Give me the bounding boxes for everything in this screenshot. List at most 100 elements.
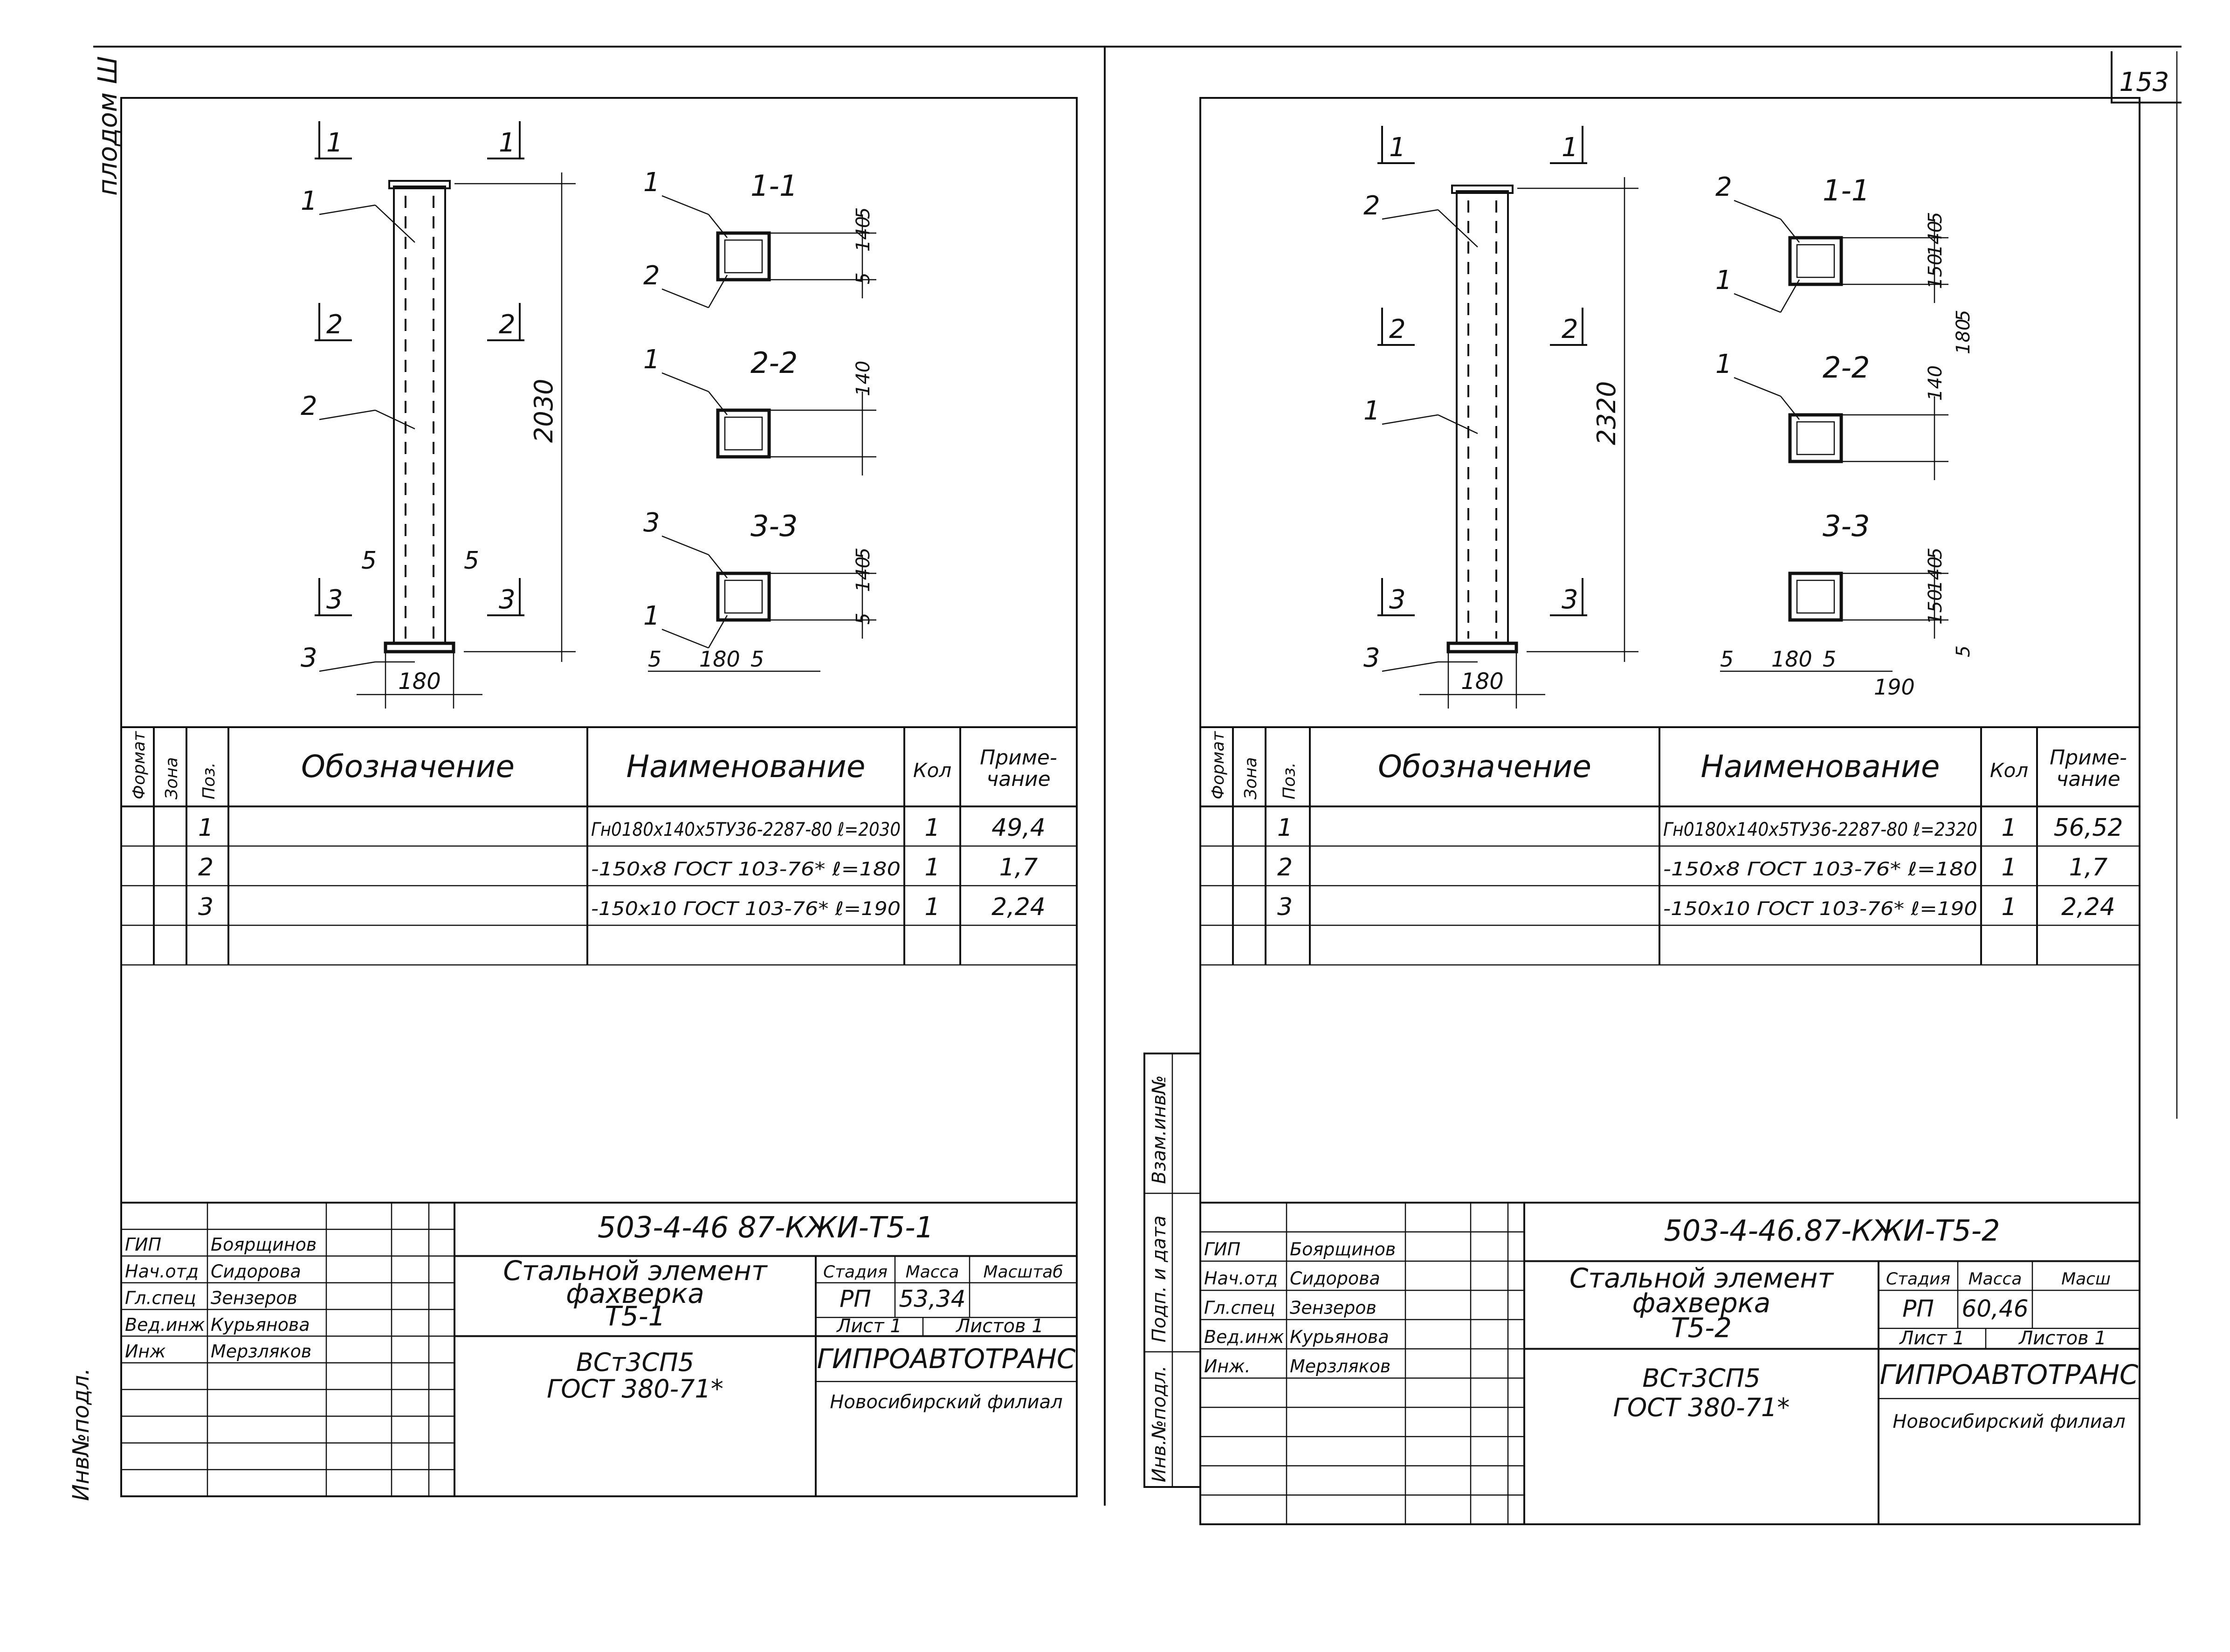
spec-header: Кол: [913, 759, 951, 782]
role-label: Инж.: [1204, 1356, 1251, 1377]
section-dim: 5: [1925, 212, 1946, 224]
stage-header: Стадия: [823, 1262, 888, 1281]
width-dimension: 180: [398, 668, 441, 695]
person-name: Сидорова: [1290, 1268, 1380, 1289]
page-number: 153: [2120, 67, 2169, 97]
person-name: Боярщинов: [1290, 1239, 1396, 1260]
spec-name: -150х8 ГОСТ 103-76* ℓ=180: [591, 859, 901, 880]
right-stamp-strip: Инв.№подл. Подп. и дата Взам.инв№: [1143, 1053, 1201, 1488]
section-dim: 5: [853, 207, 874, 219]
section-dim: 140: [853, 216, 874, 252]
spec-header: Поз.: [1280, 762, 1299, 799]
sheet-number: Лист 1: [836, 1315, 902, 1337]
cut-mark: 1: [326, 128, 343, 158]
cut-mark: 3: [326, 585, 343, 615]
section-dim: 150: [1925, 589, 1946, 625]
section-dim: 140: [1925, 365, 1946, 401]
person-name: Мерзляков: [211, 1341, 311, 1362]
cut-mark: 2: [1562, 314, 1578, 344]
position-label: 3: [1363, 643, 1380, 673]
small-dimension: 5: [464, 547, 479, 575]
spec-header-line: Приме-: [2050, 746, 2127, 770]
section-bottom-dim: 180: [699, 647, 740, 672]
stamp-sign-date: Подп. и дата: [1149, 1216, 1170, 1342]
section-bottom-dim: 5: [1823, 647, 1836, 672]
spec-pos: 1: [1277, 814, 1293, 842]
section-pos: 2: [1715, 172, 1732, 202]
role-label: Вед.инж: [125, 1315, 205, 1335]
section-dim: 5: [853, 273, 874, 284]
cut-mark: 2: [326, 310, 343, 340]
section-dim: 180: [1953, 319, 1974, 354]
sheet-count: Листов 1: [2018, 1328, 2106, 1349]
spec-header: Формат: [130, 731, 149, 799]
spec-note: 2,24: [2061, 893, 2115, 921]
mass-value: 53,34: [899, 1285, 965, 1312]
cut-mark: 3: [499, 585, 516, 615]
small-dimension: 5: [361, 547, 377, 575]
section-bottom-dim: 5: [648, 647, 661, 672]
spec-pos: 2: [198, 854, 213, 881]
section-dim: 5: [853, 613, 874, 625]
cut-mark: 1: [499, 128, 516, 158]
section-dim: 140: [853, 361, 874, 396]
material-grade: ВСт3СП5: [576, 1348, 694, 1377]
sheet-count: Листов 1: [955, 1315, 1044, 1337]
organization-branch: Новосибирский филиал: [830, 1391, 1062, 1413]
spec-header: Приме-чание: [2050, 746, 2127, 791]
spec-qty: 1: [2001, 854, 2017, 881]
spec-pos: 2: [1277, 854, 1293, 881]
material-standard: ГОСТ 380-71*: [1613, 1393, 1790, 1422]
section-pos: 1: [643, 167, 660, 198]
stamp-replace: Взам.инв№: [1149, 1075, 1170, 1184]
spec-header-line: чание: [2056, 767, 2120, 791]
material-grade: ВСт3СП5: [1642, 1363, 1760, 1393]
section-title: 3-3: [750, 509, 798, 543]
section-bottom-dim: 190: [1874, 675, 1915, 700]
section-pos: 2: [643, 261, 660, 291]
spec-header: Кол: [1990, 759, 2028, 782]
person-name: Мерзляков: [1290, 1356, 1390, 1377]
section-bottom-dim: 5: [1720, 647, 1734, 672]
section-title: 1-1: [1823, 173, 1870, 207]
spec-header: Наименование: [626, 749, 866, 785]
section-dim: 5: [1953, 646, 1974, 657]
position-label: 1: [1363, 396, 1380, 426]
spec-qty: 1: [924, 893, 940, 921]
spec-header: Поз.: [200, 762, 219, 799]
section-dim: 140: [1925, 221, 1946, 256]
person-name: Сидорова: [211, 1261, 301, 1281]
spec-header: Зона: [1241, 757, 1260, 799]
section-pos: 1: [643, 601, 660, 631]
role-label: Вед.инж: [1204, 1327, 1284, 1347]
spec-header: Приме-чание: [980, 746, 1057, 791]
spec-pos: 3: [1277, 893, 1293, 921]
section-pos: 1: [1715, 349, 1732, 379]
cut-mark: 3: [1562, 585, 1578, 615]
spec-header-line: чание: [986, 767, 1050, 791]
height-dimension: 2320: [1592, 381, 1621, 445]
role-label: ГИП: [1204, 1239, 1240, 1260]
person-name: Курьянова: [1290, 1327, 1389, 1347]
section-title: 3-3: [1823, 509, 1870, 543]
section-bottom-dim: 180: [1771, 647, 1812, 672]
section-dim: 150: [1925, 254, 1946, 289]
element-title: Стальной элемент: [1569, 1262, 1835, 1294]
spec-qty: 1: [924, 854, 940, 881]
cut-mark: 2: [1389, 314, 1406, 344]
cut-mark: 1: [1389, 132, 1406, 163]
section-pos: 3: [643, 508, 660, 538]
section-dim: 5: [1953, 310, 1974, 322]
spec-qty: 1: [2001, 893, 2017, 921]
cut-mark: 1: [1562, 132, 1578, 163]
